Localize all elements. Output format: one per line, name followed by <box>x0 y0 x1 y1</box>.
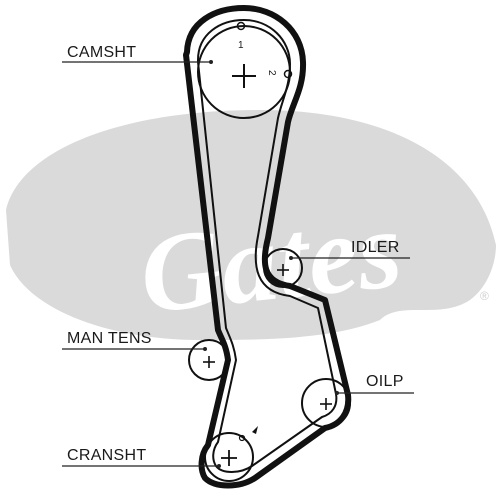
tensioner-pulley-rim <box>188 339 230 381</box>
label-camshaft: CAMSHT <box>67 44 136 61</box>
crankshaft-pulley <box>204 426 258 482</box>
idler-pulley <box>263 248 303 288</box>
camshaft-timing-dot-1 <box>236 21 246 31</box>
label-group-idler: IDLER <box>289 239 410 260</box>
camshaft-mark-1: 1 <box>238 40 244 51</box>
label-idler: IDLER <box>351 239 400 256</box>
manual-tensioner-pulley <box>188 339 230 381</box>
gates-watermark: Gates ® <box>6 110 496 340</box>
camshaft-mark-2: 2 <box>266 70 277 76</box>
crankshaft-timing-arrow-icon <box>252 426 258 434</box>
camshaft-pulley: 1 2 <box>197 21 293 119</box>
camshaft-timing-dot-2 <box>283 69 293 79</box>
label-crankshaft: CRANSHT <box>67 447 146 464</box>
oil-pump-pulley-rim <box>301 378 351 428</box>
idler-pulley-rim <box>263 248 303 288</box>
label-group-camshaft: CAMSHT <box>62 44 213 64</box>
crankshaft-timing-dot <box>238 434 246 442</box>
registered-mark: ® <box>480 289 489 303</box>
watermark-swoosh <box>6 110 496 340</box>
label-group-man-tens: MAN TENS <box>62 330 207 351</box>
label-group-cranksht: CRANSHT <box>62 447 221 468</box>
label-group-oilp: OILP <box>335 373 414 395</box>
crankshaft-pulley-rim <box>204 432 254 482</box>
belt-inner <box>197 19 338 473</box>
label-manual-tensioner: MAN TENS <box>67 330 152 347</box>
label-oil-pump: OILP <box>366 373 404 390</box>
oil-pump-pulley <box>301 378 351 428</box>
